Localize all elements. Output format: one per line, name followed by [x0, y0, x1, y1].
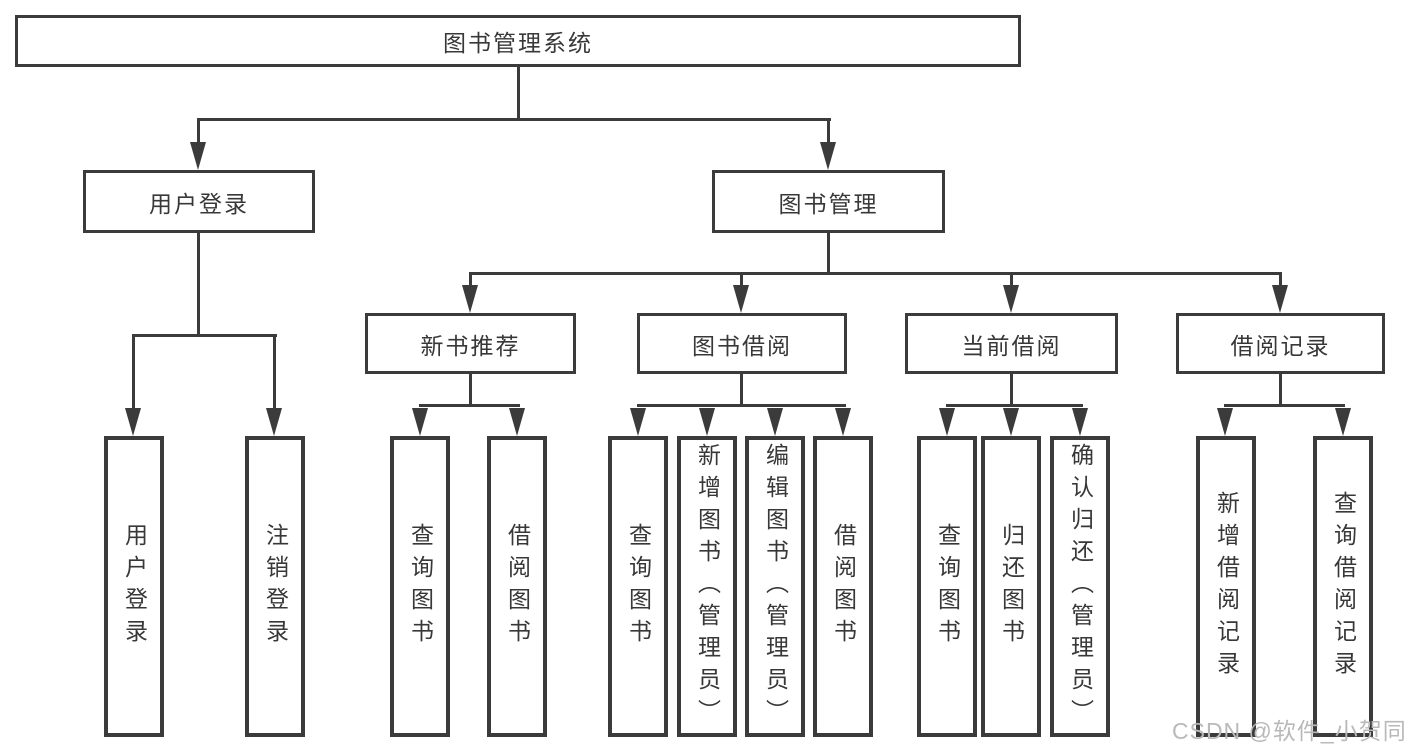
leaf-borrow-books-borrow-label: 借阅图书 [830, 522, 857, 651]
branch-current-borrow-label: 当前借阅 [961, 332, 1062, 359]
connector-line [740, 374, 743, 407]
arrow-down-icon [125, 408, 141, 436]
connector-line [740, 272, 743, 287]
connector-line [197, 118, 831, 121]
connector-line [517, 67, 520, 120]
arrow-down-icon [835, 408, 851, 436]
connector-line [1010, 374, 1013, 407]
leaf-box-add-books-admin: 新增图书（管理员） [677, 436, 737, 737]
arrow-down-icon [733, 285, 749, 313]
connector-line [1279, 272, 1282, 287]
branch-box-book-borrow: 图书借阅 [637, 313, 847, 374]
connector-line [197, 118, 200, 144]
connector-line [469, 272, 472, 287]
root-label: 图书管理系统 [443, 30, 593, 56]
leaf-borrow-books-recommend-label: 借阅图书 [504, 522, 531, 651]
connector-line [1224, 404, 1345, 407]
arrow-down-icon [509, 408, 525, 436]
arrow-down-icon [1272, 285, 1288, 313]
leaf-query-books-borrow-label: 查询图书 [625, 522, 652, 651]
arrow-down-icon [266, 408, 282, 436]
connector-line [827, 233, 830, 275]
leaf-logout-label: 注销登录 [262, 522, 289, 651]
leaf-box-query-books-borrow: 查询图书 [608, 436, 668, 737]
branch-new-book-recommend-label: 新书推荐 [420, 332, 521, 359]
arrow-down-icon [190, 142, 206, 170]
arrow-down-icon [1072, 408, 1088, 436]
arrow-down-icon [820, 142, 836, 170]
arrow-down-icon [1335, 408, 1351, 436]
arrow-down-icon [462, 285, 478, 313]
arrow-down-icon [1217, 408, 1233, 436]
leaf-box-return-books: 归还图书 [981, 436, 1041, 737]
arrow-down-icon [412, 408, 428, 436]
branch-box-book-management: 图书管理 [712, 170, 945, 233]
leaf-box-confirm-return-admin: 确认归还（管理员） [1050, 436, 1110, 737]
connector-line [273, 334, 276, 412]
connector-line [132, 334, 277, 337]
arrow-down-icon [630, 408, 646, 436]
arrow-down-icon [939, 408, 955, 436]
arrow-down-icon [1003, 285, 1019, 313]
connector-line [827, 118, 830, 144]
leaf-return-books-label: 归还图书 [998, 522, 1025, 651]
leaf-query-books-recommend-label: 查询图书 [407, 522, 434, 651]
leaf-box-add-borrow-record: 新增借阅记录 [1196, 436, 1256, 737]
leaf-add-books-admin-label: 新增图书（管理员） [694, 442, 721, 731]
leaf-confirm-return-admin-label: 确认归还（管理员） [1067, 442, 1094, 731]
leaf-box-query-borrow-record: 查询借阅记录 [1313, 436, 1373, 737]
leaf-query-books-current-label: 查询图书 [934, 522, 961, 651]
arrow-down-icon [1003, 408, 1019, 436]
connector-line [1279, 374, 1282, 407]
leaf-box-query-books-current: 查询图书 [917, 436, 977, 737]
leaf-box-user-login: 用户登录 [104, 436, 164, 737]
csdn-watermark: CSDN @软件_小贺同学 [1172, 718, 1405, 744]
connector-line [946, 404, 1083, 407]
connector-line [469, 374, 472, 407]
connector-line [132, 334, 135, 412]
leaf-query-borrow-record-label: 查询借阅记录 [1330, 490, 1357, 683]
root-box-library-system: 图书管理系统 [15, 15, 1021, 67]
leaf-box-edit-books-admin: 编辑图书（管理员） [745, 436, 805, 737]
branch-box-new-book-recommend: 新书推荐 [365, 313, 576, 374]
leaf-user-login-label: 用户登录 [121, 522, 148, 651]
branch-book-management-label: 图书管理 [778, 190, 879, 217]
branch-book-borrow-label: 图书借阅 [692, 332, 792, 359]
branch-box-current-borrow: 当前借阅 [905, 313, 1118, 374]
connector-line [1010, 272, 1013, 287]
leaf-box-logout: 注销登录 [245, 436, 305, 737]
connector-line [469, 272, 1282, 275]
branch-box-borrow-records: 借阅记录 [1176, 313, 1385, 374]
leaf-edit-books-admin-label: 编辑图书（管理员） [762, 442, 789, 731]
leaf-box-borrow-books-recommend: 借阅图书 [487, 436, 547, 737]
leaf-box-query-books-recommend: 查询图书 [390, 436, 450, 737]
connector-line [637, 404, 846, 407]
arrow-down-icon [767, 408, 783, 436]
leaf-add-borrow-record-label: 新增借阅记录 [1213, 490, 1240, 683]
branch-borrow-records-label: 借阅记录 [1230, 332, 1331, 359]
branch-user-login-label: 用户登录 [149, 190, 249, 217]
leaf-box-borrow-books-borrow: 借阅图书 [813, 436, 873, 737]
branch-box-user-login: 用户登录 [83, 170, 315, 233]
connector-line [419, 404, 520, 407]
connector-line [197, 233, 200, 337]
arrow-down-icon [699, 408, 715, 436]
